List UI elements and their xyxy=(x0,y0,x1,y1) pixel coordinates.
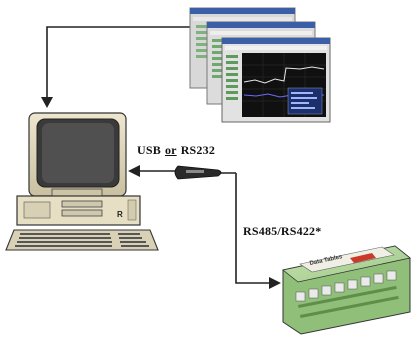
rs232-label: RS232 xyxy=(180,143,216,157)
rs485-rs422-label: RS485/RS422* xyxy=(243,224,322,238)
software-screenshots xyxy=(189,7,331,123)
arrowhead-right-icon xyxy=(269,277,281,289)
screenshot-front xyxy=(221,37,331,123)
desktop-computer: R xyxy=(5,112,159,251)
system-unit: R xyxy=(16,195,141,226)
io-module: Data Tables xyxy=(282,245,411,335)
arrowhead-left-icon xyxy=(128,165,140,177)
crt-monitor xyxy=(28,112,127,198)
usb-rs232-converter xyxy=(174,165,222,180)
keyboard xyxy=(5,229,159,251)
svg-text:R: R xyxy=(117,210,123,219)
or-label: or xyxy=(164,143,177,157)
usb-label: USB xyxy=(137,143,161,157)
screens-to-pc-line xyxy=(46,26,195,100)
arrowhead-down-icon xyxy=(41,97,53,108)
